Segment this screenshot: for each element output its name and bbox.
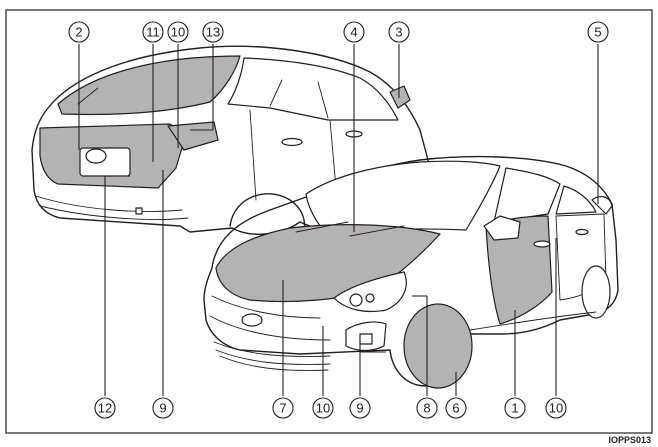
callout-1-label: 1 (511, 401, 518, 416)
callout-11: 11 (142, 21, 164, 43)
callout-4-label: 4 (350, 25, 357, 40)
rear-vehicle-illustration (31, 45, 431, 235)
callout-10-front-label: 10 (316, 401, 330, 416)
callout-5-label: 5 (594, 25, 601, 40)
callout-12: 12 (94, 397, 116, 419)
rear-window-glass (57, 55, 241, 116)
callout-3: 3 (388, 21, 410, 43)
rear-side-windows (227, 57, 399, 121)
callout-8-label: 8 (423, 401, 430, 416)
callout-3-label: 3 (395, 25, 402, 40)
callout-9-rear-label: 9 (159, 401, 166, 416)
callout-6-label: 6 (452, 401, 459, 416)
callout-9-front-label: 9 (356, 401, 363, 416)
diagram-frame (5, 9, 653, 434)
callout-5: 5 (587, 21, 609, 43)
front-tire (403, 303, 473, 389)
callout-13: 13 (202, 21, 224, 43)
callout-7: 7 (272, 397, 294, 419)
callout-10-front: 10 (312, 397, 334, 419)
callout-2-label: 2 (75, 25, 82, 40)
callout-12-label: 12 (98, 401, 112, 416)
windshield-wiper (295, 221, 349, 233)
callout-1: 1 (504, 397, 526, 419)
callout-11-label: 11 (146, 25, 160, 40)
callout-4: 4 (343, 21, 365, 43)
callout-10-rear: 10 (167, 21, 189, 43)
callout-6: 6 (445, 397, 467, 419)
callout-10-mirror: 10 (545, 397, 567, 419)
callout-10-mirror-label: 10 (549, 401, 563, 416)
callout-7-label: 7 (279, 401, 286, 416)
leader-lines (78, 44, 599, 396)
image-code: IOPPS013 (608, 435, 651, 445)
hood (215, 224, 441, 303)
callout-2: 2 (68, 21, 90, 43)
callout-13-label: 13 (206, 25, 220, 40)
callout-10-rear-label: 10 (171, 25, 185, 40)
callout-9-rear: 9 (152, 397, 174, 419)
callout-9-front: 9 (349, 397, 371, 419)
callout-8: 8 (416, 397, 438, 419)
